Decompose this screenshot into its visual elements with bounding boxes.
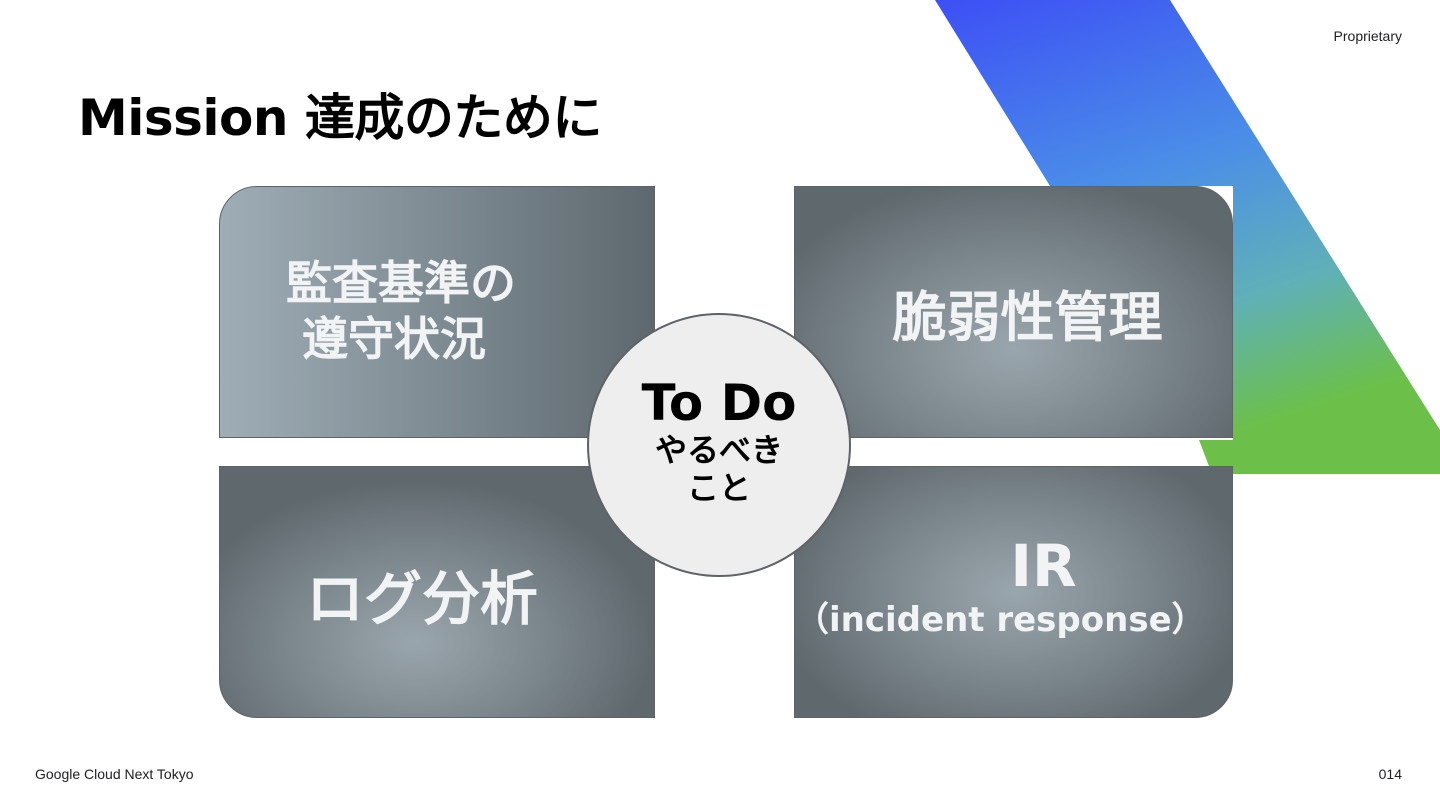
quadrant-incident-response: IR （incident response） bbox=[794, 466, 1233, 718]
todo-subtitle: やるべきこと bbox=[654, 431, 783, 507]
quadrant-ir-label: IR bbox=[1010, 532, 1077, 600]
quadrant-ir-sublabel: （incident response） bbox=[795, 600, 1206, 640]
quadrant-log-analysis: ログ分析 bbox=[219, 466, 655, 718]
quadrant-audit-compliance: 監査基準の 遵守状況 bbox=[219, 186, 655, 438]
quadrant-audit-compliance-label: 監査基準の 遵守状況 bbox=[286, 255, 516, 367]
footer-page-number: 014 bbox=[1378, 766, 1402, 782]
page-title: Mission 達成のために bbox=[78, 89, 602, 147]
quadrant-audit-line2: 遵守状況 bbox=[302, 312, 486, 366]
proprietary-label: Proprietary bbox=[1333, 28, 1402, 44]
footer-event-name: Google Cloud Next Tokyo bbox=[35, 766, 194, 782]
todo-circle: To Do やるべきこと bbox=[587, 313, 851, 577]
quadrant-vulnerability-label: 脆弱性管理 bbox=[892, 285, 1163, 349]
quadrant-log-analysis-label: ログ分析 bbox=[305, 565, 538, 633]
todo-title: To Do bbox=[641, 374, 797, 432]
quadrant-vulnerability-management: 脆弱性管理 bbox=[794, 186, 1233, 438]
quadrant-audit-line1: 監査基準の bbox=[286, 256, 516, 310]
